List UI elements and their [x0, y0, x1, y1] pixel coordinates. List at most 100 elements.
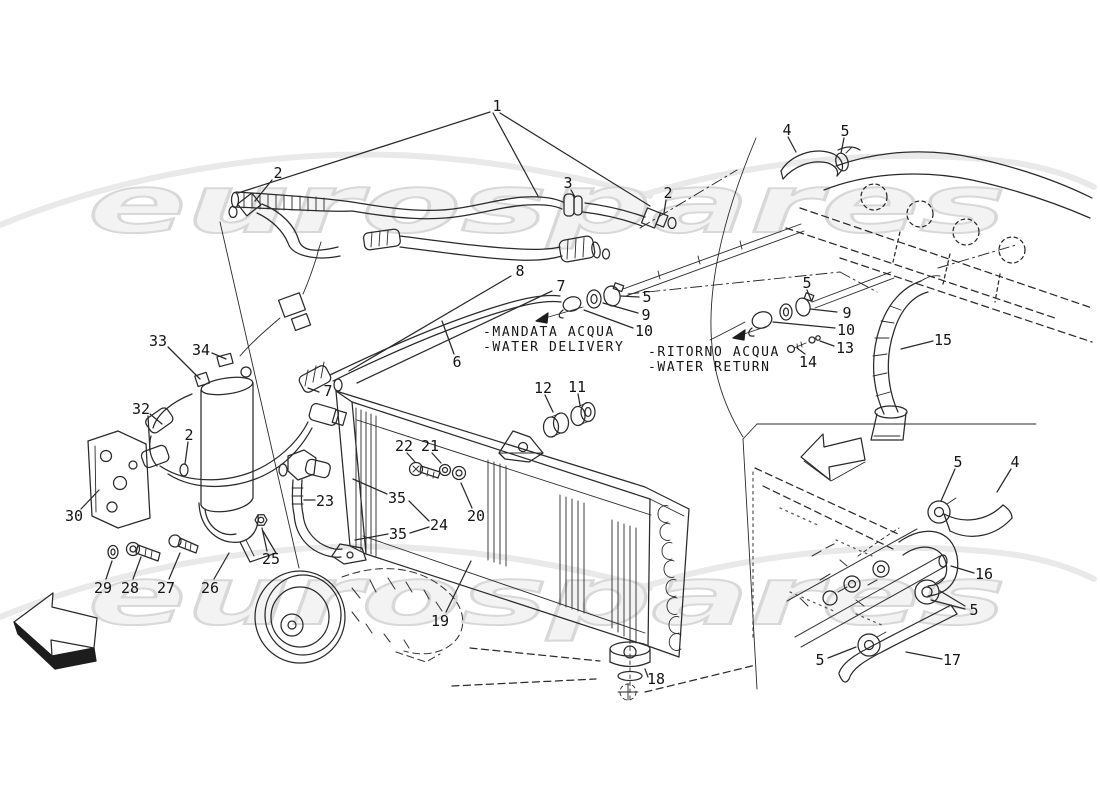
- olive-ring: [228, 205, 238, 219]
- leader-line: [620, 295, 640, 298]
- leader-line: [460, 482, 473, 509]
- leader-line: [147, 415, 151, 452]
- leader-line: [772, 321, 836, 329]
- leader-line: [354, 533, 389, 541]
- part-label: 29: [94, 579, 112, 597]
- leader-line: [663, 199, 667, 214]
- condenser-bracket: [498, 430, 544, 463]
- leader-line: [408, 500, 430, 522]
- hose-17: [838, 604, 958, 683]
- leader-line: [307, 387, 320, 393]
- leader-line: [211, 352, 227, 360]
- drier-hose: [140, 393, 313, 488]
- part-label: 17: [943, 651, 961, 669]
- leader-line: [237, 111, 491, 194]
- ribbed-coupling: [140, 444, 170, 469]
- hose-4-inset: [943, 504, 1013, 537]
- part-label: 8: [515, 262, 524, 280]
- part-label: 22: [395, 437, 413, 455]
- part-label: 13: [836, 339, 854, 357]
- washer-29: [107, 544, 119, 560]
- leader-line: [809, 308, 838, 313]
- watermark-swoosh: [637, 544, 1097, 591]
- leader-line: [940, 468, 956, 502]
- leader-line: [602, 302, 639, 314]
- part-label: 5: [815, 651, 824, 669]
- drier-fitting: [216, 352, 234, 368]
- leader-line: [431, 452, 442, 464]
- ribbed-coupling: [362, 228, 401, 251]
- elbow-coupling: [308, 403, 340, 426]
- inset-arrow-icon: [800, 433, 866, 482]
- leader-line: [570, 189, 576, 198]
- water-delivery-note-italian: -MANDATA ACQUA: [483, 325, 615, 340]
- direction-arrow-icon: [13, 592, 98, 670]
- leader-line: [167, 346, 201, 380]
- drier-fitting: [194, 371, 211, 388]
- compressor-flange: [331, 543, 367, 565]
- part-label: 26: [201, 579, 219, 597]
- hose-grommet: [573, 195, 583, 216]
- inset-section: [752, 433, 1013, 683]
- leader-line: [930, 599, 966, 610]
- leader-line: [441, 320, 455, 355]
- hose-end-10: [562, 296, 582, 312]
- part-label: 16: [975, 565, 993, 583]
- washer-13: [808, 336, 816, 344]
- washer-9: [586, 289, 602, 309]
- leader-line: [644, 668, 649, 678]
- leader-line: [950, 565, 975, 574]
- leader-line: [905, 651, 943, 660]
- watermark-text: eurospares: [88, 158, 1006, 251]
- washer-9: [779, 303, 793, 321]
- connector: [290, 313, 312, 331]
- nut-25: [254, 514, 268, 526]
- watermark-swoosh: [0, 543, 653, 620]
- leader-line: [577, 393, 581, 406]
- part-label: 34: [192, 341, 210, 359]
- top-hose-assembly: [230, 191, 677, 230]
- part-label: 3: [563, 174, 572, 192]
- leader-line: [184, 441, 189, 465]
- part-label: 14: [799, 353, 817, 371]
- part-label: 2: [663, 184, 672, 202]
- leader-line: [840, 137, 845, 154]
- leader-line: [132, 556, 142, 580]
- water-return-pipe: [709, 271, 895, 354]
- leader-line: [356, 290, 553, 384]
- part-label: 28: [121, 579, 139, 597]
- part-label: 25: [262, 550, 280, 568]
- part-label: 2: [184, 426, 193, 444]
- leader-line: [544, 394, 554, 413]
- part-label: 27: [157, 579, 175, 597]
- leader-line: [352, 478, 388, 495]
- hose-16: [857, 527, 959, 597]
- part-label: 10: [837, 321, 855, 339]
- rubber-mount-18: [609, 639, 651, 703]
- leader-line: [900, 340, 934, 350]
- leader-line: [996, 468, 1012, 493]
- water-delivery-pipe: [298, 223, 805, 393]
- leader-line: [348, 275, 512, 372]
- leader-line: [149, 413, 163, 425]
- heater-hose-15: [870, 275, 941, 441]
- mount-bolts: [107, 534, 199, 562]
- leader-line: [409, 526, 430, 534]
- part-label: 4: [1010, 453, 1019, 471]
- olive-ring: [601, 248, 611, 260]
- pressure-switch: [240, 366, 252, 378]
- part-label: 5: [840, 122, 849, 140]
- flow-arrowhead: [732, 329, 746, 341]
- part-label: 7: [323, 382, 332, 400]
- leader-line: [583, 309, 634, 329]
- leader-line: [168, 552, 181, 580]
- leader-line: [819, 340, 835, 347]
- ribbed-coupling: [558, 235, 596, 263]
- part-label: 4: [782, 121, 791, 139]
- drier-clamp: [198, 502, 277, 563]
- part-label: 5: [642, 288, 651, 306]
- part-label: 15: [934, 331, 952, 349]
- part-label: 9: [842, 304, 851, 322]
- leader-line: [254, 179, 273, 202]
